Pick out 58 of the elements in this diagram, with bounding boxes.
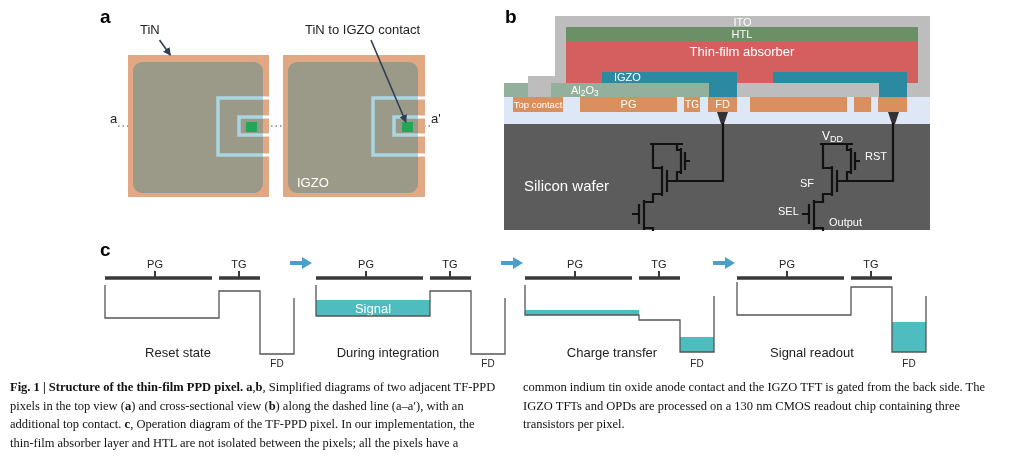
pin-label: Output — [829, 215, 863, 229]
gate-label: PG — [147, 257, 163, 271]
htl-layer — [566, 27, 918, 41]
callout-label: TiN to IGZO contact — [305, 22, 421, 38]
transistor-label: SF — [800, 176, 815, 190]
electrode — [750, 97, 847, 112]
oxide-layer — [551, 83, 709, 97]
layer-label: Signal — [354, 301, 392, 315]
leader-line — [370, 39, 407, 123]
layer-label: Al$_{2}$O$_{3}$ — [571, 84, 599, 96]
igzo-layer — [773, 72, 907, 97]
transistor-label: RST — [865, 149, 887, 163]
electrode — [854, 97, 871, 112]
gate-label: TG — [442, 257, 458, 271]
gate-label: TG — [863, 257, 879, 271]
silicon-wafer — [504, 124, 930, 230]
leader-line — [158, 39, 172, 56]
gate-label: TG — [231, 257, 247, 271]
gate-label: PG — [567, 257, 583, 271]
section-mark: a — [110, 112, 118, 126]
contact-pad — [402, 122, 413, 132]
layer-label: Thin-film absorber — [689, 45, 795, 58]
panel-letter: c — [100, 243, 111, 257]
signal-charge — [316, 300, 430, 316]
stage-caption: Reset state — [145, 346, 211, 360]
pixel-tile — [283, 55, 425, 197]
stage-caption: Charge transfer — [566, 346, 658, 360]
electrode — [708, 97, 737, 112]
stage-caption: During integration — [336, 346, 440, 360]
layer-label: TG — [685, 99, 699, 110]
figure-caption: Fig. 1 | Structure of the thin-film PPD pixel. a,b, Simplified diagrams of two adjacent TF-PPD pixels in the top view (a) and cross-sectional view (b) along the dashed line (a–a′), with an additional top contact. c, Operation diagram of the TF-PPD pixel. In our implementation, the thin-film absorber layer and HTL are not isolated between the pixels; all the pixels have a common indium tin oxide anode contact and the IGZO TFT is gated from the back side. The IGZO TFTs and OPDs are processed on a 130 nm CMOS readout chip containing three transistors per pixel. — [10, 379, 987, 452]
gate-label: PG — [358, 257, 374, 271]
stage-caption: Signal readout — [770, 346, 854, 360]
layer-label: Silicon wafer — [524, 178, 610, 193]
layer-label: Top contact — [513, 99, 563, 110]
electrode — [878, 97, 907, 112]
node-label: FD — [481, 357, 495, 371]
layer-label: PG — [620, 99, 637, 110]
layer-label: ITO — [733, 16, 752, 28]
panel-letter: b — [505, 10, 517, 24]
contact-pad — [246, 122, 257, 132]
pin-label: V$_{DD}$ — [822, 129, 843, 143]
ito-layer — [528, 16, 930, 97]
node-label: FD — [690, 357, 704, 371]
igzo-layer — [602, 72, 737, 97]
node-label: FD — [270, 357, 284, 371]
node-label: FD — [902, 357, 916, 371]
electrode — [580, 97, 677, 112]
layer-label: FD — [715, 99, 730, 110]
layer-label: IGZO — [614, 72, 641, 83]
panel-letter: a — [100, 10, 111, 24]
layer-label: IGZO — [297, 176, 329, 189]
layer-label: HTL — [731, 28, 753, 40]
section-mark: a' — [431, 112, 441, 126]
transistor-label: SEL — [778, 204, 799, 218]
gate-label: PG — [779, 257, 795, 271]
callout-label: TiN — [140, 22, 160, 38]
gate-label: TG — [651, 257, 667, 271]
